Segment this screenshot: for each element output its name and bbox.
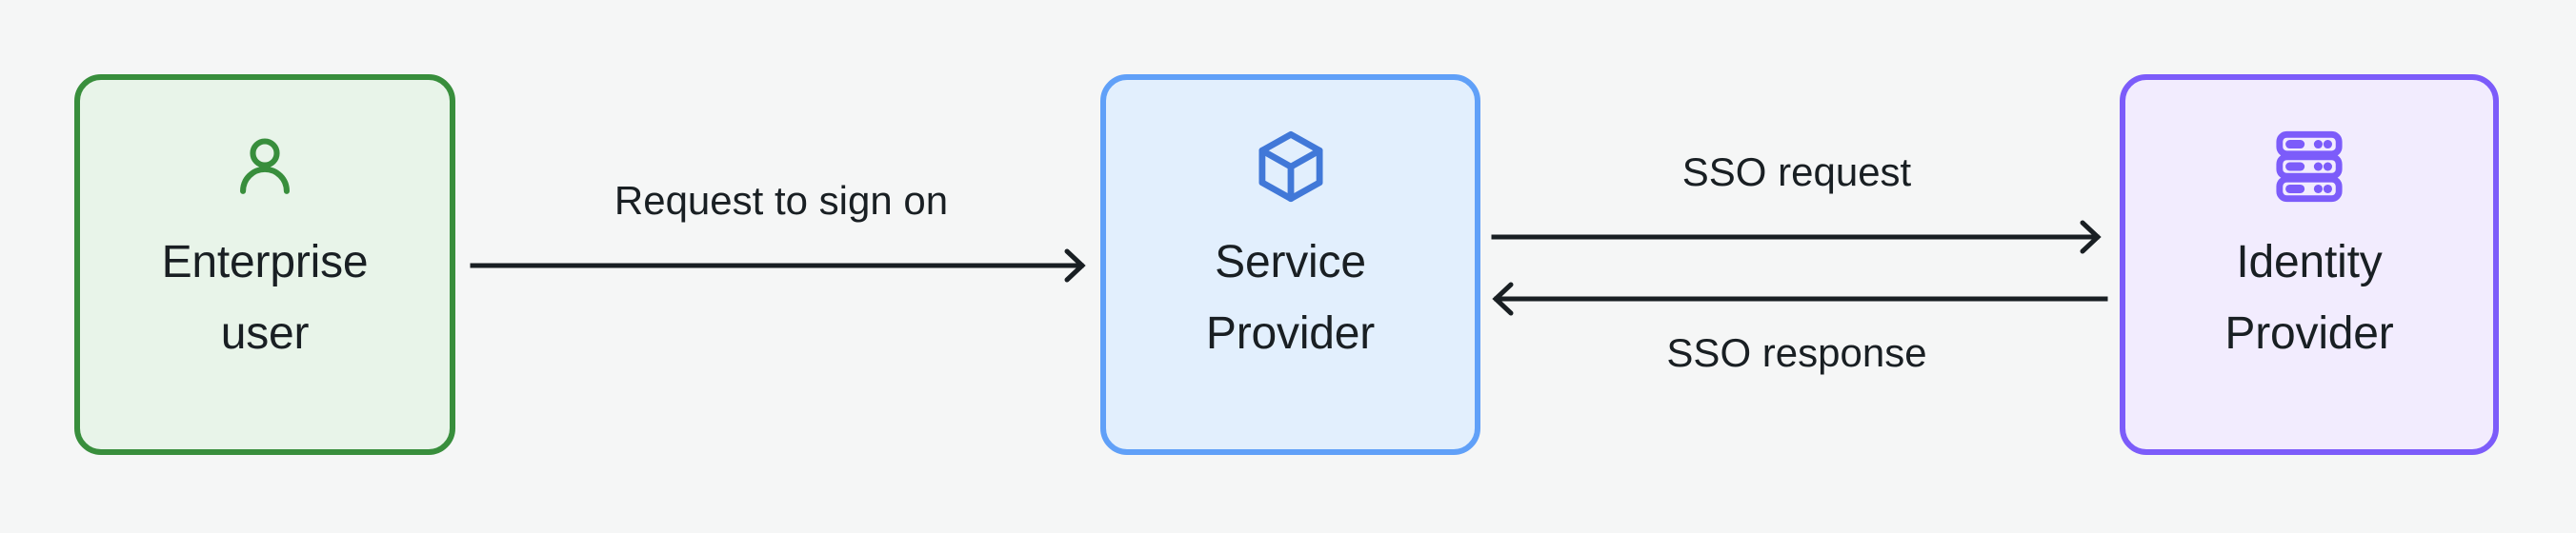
node-label-enterprise-user: Enterprise user [161, 237, 369, 359]
node-enterprise-user[interactable]: Enterprise user [74, 74, 455, 455]
node-service-provider[interactable]: Service Provider [1100, 74, 1480, 455]
server-rack-icon [2268, 126, 2350, 207]
edge-arrow-request-to-sign-on [467, 244, 1096, 287]
edge-label-sso-response: SSO response [1666, 330, 1927, 375]
user-icon [224, 126, 306, 207]
cube-icon [1250, 126, 1332, 207]
node-label-identity-provider: Identity Provider [2224, 237, 2394, 359]
edge-arrow-sso-response [1488, 277, 2111, 321]
node-label-service-provider: Service Provider [1205, 237, 1376, 359]
edge-label-request-to-sign-on: Request to sign on [614, 178, 949, 223]
edge-arrow-sso-request [1488, 215, 2111, 259]
edge-label-sso-request: SSO request [1681, 149, 1912, 194]
node-identity-provider[interactable]: Identity Provider [2120, 74, 2499, 455]
